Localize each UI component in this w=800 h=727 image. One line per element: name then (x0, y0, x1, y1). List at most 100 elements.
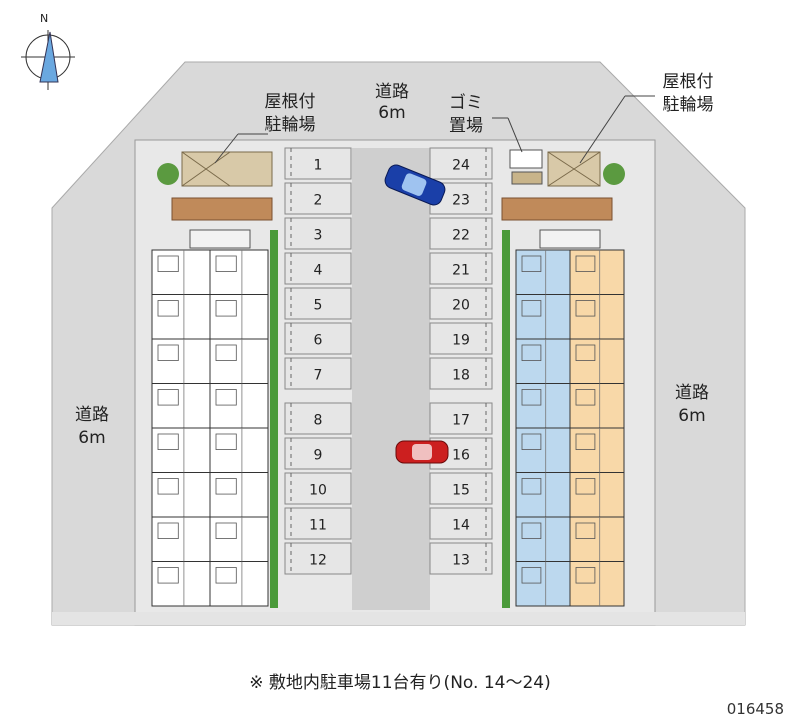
bottom-road-strip (52, 612, 745, 625)
parking-space (284, 402, 352, 435)
parking-space (284, 217, 352, 250)
unit-room (575, 300, 596, 317)
parking-space-number: 5 (314, 298, 323, 314)
parking-space (429, 147, 493, 180)
car-blue-icon (384, 164, 446, 206)
apartment-unit (569, 561, 625, 607)
garbage-label-1: ゴミ (449, 92, 483, 113)
bike-right-label-2: 駐輪場 (663, 95, 714, 115)
unit-room (521, 522, 542, 539)
hedge-left (270, 230, 278, 608)
unit-room (575, 478, 596, 495)
garbage-area (509, 149, 543, 185)
unit-room (157, 478, 179, 495)
parking-space (429, 542, 493, 575)
unit-room (575, 433, 596, 450)
parking-space-number: 15 (452, 483, 470, 499)
parking-space (429, 252, 493, 285)
parking-space-number: 8 (314, 413, 323, 429)
compass-icon: N (21, 12, 75, 90)
parking-space-number: 20 (452, 298, 470, 314)
parking-space-number: 19 (452, 333, 470, 349)
parking-space (284, 357, 352, 390)
parking-space-number: 11 (309, 518, 327, 534)
unit-room (157, 255, 179, 272)
apartment-unit (515, 472, 571, 518)
apartment-unit (515, 383, 571, 429)
apartment-unit (515, 338, 571, 384)
apartment-unit (209, 338, 269, 384)
unit-room (521, 567, 542, 584)
parking-space (284, 542, 352, 575)
parking-space-number: 12 (309, 553, 327, 569)
parking-space-number: 7 (314, 368, 323, 384)
parking-space (429, 357, 493, 390)
parking-space (429, 472, 493, 505)
apartment-unit (569, 383, 625, 429)
unit-room (157, 567, 179, 584)
apartment-unit (515, 516, 571, 562)
unit-room (521, 344, 542, 361)
unit-room (215, 255, 237, 272)
apartment-unit (569, 294, 625, 340)
apartment-unit (515, 294, 571, 340)
unit-room (215, 522, 237, 539)
building-left (151, 249, 269, 607)
apartment-unit (151, 383, 211, 429)
parking-space-number: 21 (452, 263, 470, 279)
parking-space (284, 252, 352, 285)
road-right-name: 道路 (675, 383, 709, 403)
parking-space-number: 3 (314, 228, 323, 244)
road-top-width: 6m (378, 103, 405, 123)
parking-space-number: 2 (314, 193, 323, 209)
apartment-unit (569, 516, 625, 562)
apartment-unit (515, 561, 571, 607)
parking-space-number: 10 (309, 483, 327, 499)
road-left-name: 道路 (75, 405, 109, 425)
compass-north-label: N (40, 12, 48, 25)
apartment-unit (569, 427, 625, 473)
parking-space (284, 507, 352, 540)
apartment-unit (515, 249, 571, 295)
unit-room (157, 433, 179, 450)
parking-space-number: 1 (314, 158, 323, 174)
parking-space-number: 14 (452, 518, 470, 534)
unit-room (575, 567, 596, 584)
apartment-unit (151, 249, 211, 295)
parking-space (429, 402, 493, 435)
unit-room (157, 522, 179, 539)
bike-shelter-left (157, 151, 273, 187)
apartment-unit (569, 249, 625, 295)
unit-room (575, 522, 596, 539)
unit-room (521, 433, 542, 450)
parking-space (284, 437, 352, 470)
parking-space-number: 6 (314, 333, 323, 349)
parking-space (284, 182, 352, 215)
hedge-right (502, 230, 510, 608)
unit-room (521, 300, 542, 317)
apartment-unit (209, 516, 269, 562)
unit-room (157, 344, 179, 361)
apartment-unit (151, 472, 211, 518)
apartment-unit (569, 472, 625, 518)
parking-space-number: 17 (452, 413, 470, 429)
parking-space (284, 472, 352, 505)
unit-room (157, 300, 179, 317)
apartment-unit (515, 427, 571, 473)
bike-left-label-2: 駐輪場 (265, 115, 316, 135)
stairs-left (189, 229, 251, 249)
unit-room (215, 344, 237, 361)
apartment-unit (209, 383, 269, 429)
apartment-unit (209, 249, 269, 295)
road-left-width: 6m (78, 428, 105, 448)
apartment-unit (209, 561, 269, 607)
apartment-unit (569, 338, 625, 384)
apartment-unit (209, 472, 269, 518)
apartment-unit (151, 338, 211, 384)
entrance-right (501, 197, 613, 221)
bike-left-label-1: 屋根付 (265, 92, 316, 112)
parking-space (284, 147, 352, 180)
parking-space (429, 322, 493, 355)
parking-space (284, 287, 352, 320)
